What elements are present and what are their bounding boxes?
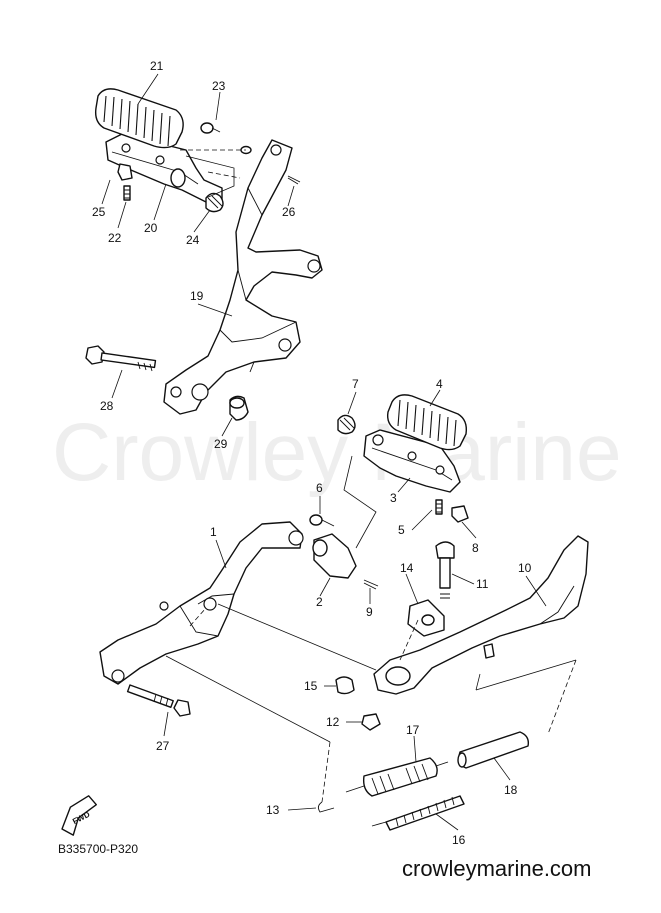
- callout-23: 23: [212, 79, 226, 93]
- watermark-text: Crowley Marine: [52, 407, 622, 498]
- callout-6: 6: [316, 481, 323, 495]
- sidestand: [165, 535, 589, 831]
- callout-16: 16: [452, 833, 466, 847]
- callout-28: 28: [100, 399, 114, 413]
- front-footrest-assembly: [337, 394, 469, 549]
- callout-19: 19: [190, 289, 204, 303]
- callout-25: 25: [92, 205, 106, 219]
- callout-20: 20: [144, 221, 158, 235]
- callout-15: 15: [304, 679, 318, 693]
- callout-18: 18: [504, 783, 518, 797]
- callout-11: 11: [476, 577, 489, 591]
- leader-lines: [101, 73, 547, 831]
- callout-13: 13: [266, 803, 280, 817]
- footer-url[interactable]: crowleymarine.com: [402, 856, 592, 881]
- callout-21: 21: [150, 59, 164, 73]
- callout-27: 27: [156, 739, 170, 753]
- fwd-arrow-icon: FWD: [61, 795, 98, 836]
- callout-22: 22: [108, 231, 122, 245]
- callout-3: 3: [390, 491, 397, 505]
- callout-8: 8: [472, 541, 479, 555]
- callout-9: 9: [366, 605, 373, 619]
- rear-footrest-bracket-arm: [94, 88, 301, 213]
- rear-footrest-bracket: [163, 139, 323, 415]
- rear-footrest-bolt: [85, 345, 249, 421]
- callout-7: 7: [352, 377, 359, 391]
- callout-10: 10: [518, 561, 532, 575]
- callout-12: 12: [326, 715, 340, 729]
- brake-pedal: [99, 521, 304, 717]
- callout-1: 1: [210, 525, 217, 539]
- callout-5: 5: [398, 523, 405, 537]
- callout-14: 14: [400, 561, 414, 575]
- callout-4: 4: [436, 377, 443, 391]
- callout-26: 26: [282, 205, 296, 219]
- callout-29: 29: [214, 437, 228, 451]
- brake-pedal-pivot: [309, 514, 379, 590]
- callout-17: 17: [406, 723, 420, 737]
- callouts: 21 23 25 22 20 24 26 19 28 29 7 4 3 5 8 …: [92, 59, 532, 847]
- callout-24: 24: [186, 233, 200, 247]
- diagram-code: B335700-P320: [58, 842, 138, 856]
- callout-2: 2: [316, 595, 323, 609]
